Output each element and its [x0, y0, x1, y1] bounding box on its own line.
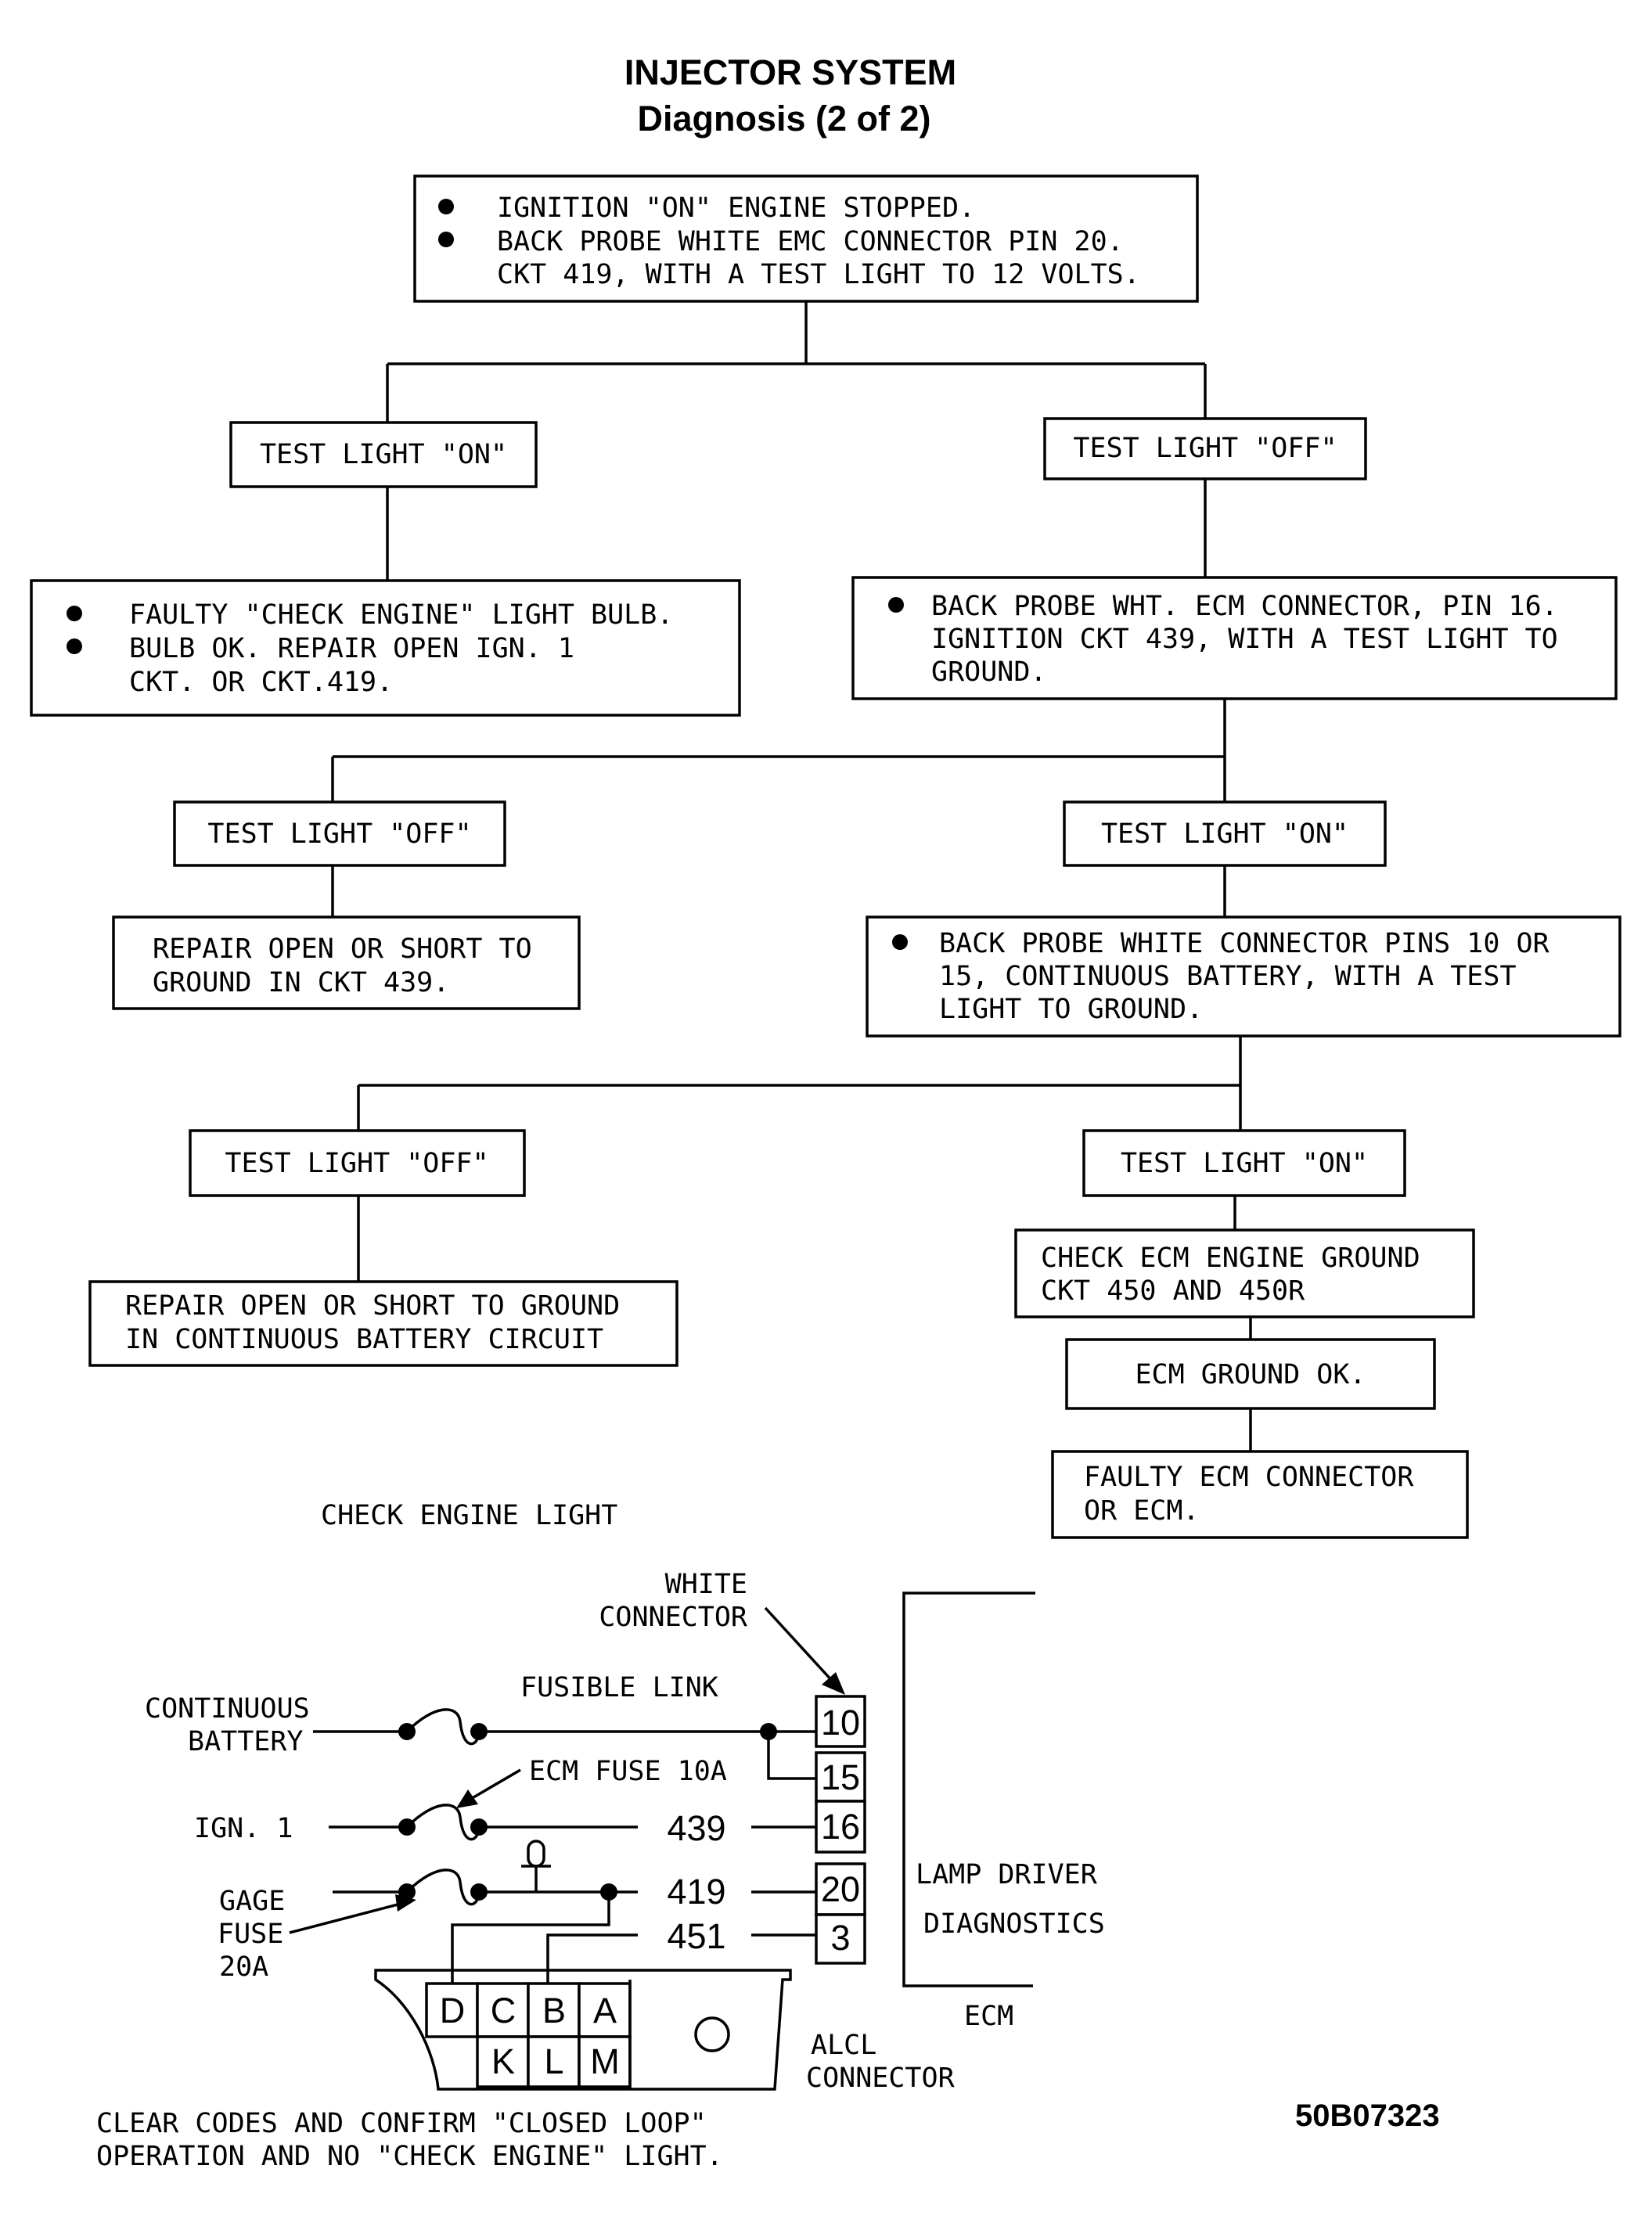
- box-faulty: FAULTY ECM CONNECTOR OR ECM.: [1051, 1450, 1469, 1539]
- white-connector-label: CONNECTOR: [599, 1602, 748, 1633]
- alcl-pin-label: A: [593, 1991, 617, 2030]
- white-connector-label: WHITE: [665, 1569, 747, 1600]
- bullet-icon: [892, 934, 908, 950]
- circuit-419-label: 419: [667, 1872, 725, 1912]
- gage-fuse-label: 20A: [219, 1951, 268, 1983]
- bullet-icon: [438, 199, 454, 214]
- arrow-head-icon: [456, 1789, 478, 1808]
- alcl-pin-label: C: [491, 1991, 516, 2030]
- arrow-head-icon: [822, 1672, 845, 1695]
- lamp-driver-label: LAMP DRIVER: [916, 1859, 1098, 1890]
- check-ground-line: CKT 450 AND 450R: [1041, 1275, 1305, 1307]
- ground-ok-text: ECM GROUND OK.: [1135, 1359, 1366, 1390]
- pin-label: 3: [830, 1918, 850, 1958]
- faulty-line: OR ECM.: [1084, 1495, 1200, 1527]
- alcl-connector: D C B A K L M: [374, 1969, 792, 2091]
- box-start: IGNITION "ON" ENGINE STOPPED. BACK PROBE…: [413, 174, 1199, 303]
- start-line: CKT 419, WITH A TEST LIGHT TO 12 VOLTS.: [497, 259, 1140, 290]
- bullet-icon: [67, 606, 82, 621]
- label-text: TEST LIGHT "OFF": [1073, 433, 1337, 464]
- box-l2-right-step: BACK PROBE WHITE CONNECTOR PINS 10 OR 15…: [866, 915, 1621, 1038]
- pin-label: 10: [821, 1703, 860, 1743]
- lamp-driver-label: DIAGNOSTICS: [923, 1908, 1105, 1940]
- white-connector-pins: 10 15 16 20 3: [815, 1695, 866, 1965]
- alcl-pin-label: D: [440, 1991, 466, 2030]
- arrow-line: [289, 1902, 401, 1934]
- page-title: INJECTOR SYSTEM: [624, 52, 956, 92]
- box-check-ground: CHECK ECM ENGINE GROUND CKT 450 AND 450R: [1014, 1228, 1475, 1318]
- label-text: TEST LIGHT "ON": [260, 439, 507, 470]
- label-text: TEST LIGHT "OFF": [225, 1148, 488, 1179]
- ign1-label: IGN. 1: [194, 1813, 293, 1844]
- box-l1-left-label: TEST LIGHT "ON": [229, 421, 538, 488]
- step-line: BACK PROBE WHT. ECM CONNECTOR, PIN 16.: [931, 591, 1558, 622]
- start-line: BACK PROBE WHITE EMC CONNECTOR PIN 20.: [497, 226, 1124, 257]
- box-ground-ok: ECM GROUND OK.: [1065, 1338, 1436, 1410]
- label-text: TEST LIGHT "ON": [1101, 818, 1348, 850]
- ecm-bracket: [902, 1592, 1035, 1987]
- alcl-connector-label: ALCL: [811, 2030, 876, 2061]
- schematic: CHECK ENGINE LIGHT WHITE CONNECTOR FUSIB…: [145, 1500, 1105, 2094]
- result-line: REPAIR OPEN OR SHORT TO: [153, 933, 532, 965]
- alcl-pin-label: K: [491, 2041, 515, 2081]
- gage-fuse-label: FUSE: [218, 1919, 283, 1950]
- step-line: LIGHT TO GROUND.: [939, 994, 1203, 1025]
- box-l3-left-label: TEST LIGHT "OFF": [189, 1129, 526, 1197]
- pin-label: 15: [821, 1757, 860, 1797]
- check-ground-line: CHECK ECM ENGINE GROUND: [1041, 1243, 1420, 1274]
- bullet-icon: [438, 232, 454, 247]
- box-l1-right-label: TEST LIGHT "OFF": [1043, 417, 1367, 480]
- result-line: GROUND IN CKT 439.: [153, 967, 449, 998]
- label-text: TEST LIGHT "OFF": [207, 818, 471, 850]
- alcl-pin-label: M: [590, 2041, 620, 2081]
- junction-dots: [398, 1723, 777, 1901]
- step-line: IGNITION CKT 439, WITH A TEST LIGHT TO: [931, 624, 1558, 655]
- footer-note: OPERATION AND NO "CHECK ENGINE" LIGHT.: [96, 2141, 723, 2172]
- box-l2-right-label: TEST LIGHT "ON": [1063, 800, 1387, 867]
- box-l2-left-label: TEST LIGHT "OFF": [173, 800, 506, 867]
- ecm-label: ECM: [964, 2001, 1013, 2032]
- step-line: BACK PROBE WHITE CONNECTOR PINS 10 OR: [939, 928, 1550, 959]
- figure-id: 50B07323: [1295, 2099, 1440, 2133]
- arrow-line: [764, 1606, 835, 1684]
- result-line: IN CONTINUOUS BATTERY CIRCUIT: [125, 1324, 603, 1355]
- footer-note: CLEAR CODES AND CONFIRM "CLOSED LOOP": [96, 2108, 707, 2139]
- wires: [313, 1708, 816, 1987]
- circuit-439-label: 439: [667, 1808, 725, 1848]
- box-l2-left-result: REPAIR OPEN OR SHORT TO GROUND IN CKT 43…: [112, 915, 581, 1010]
- start-line: IGNITION "ON" ENGINE STOPPED.: [497, 192, 975, 224]
- result-line: REPAIR OPEN OR SHORT TO GROUND: [125, 1290, 620, 1322]
- continuous-battery-label: CONTINUOUS: [145, 1693, 310, 1725]
- box-l3-left-result: REPAIR OPEN OR SHORT TO GROUND IN CONTIN…: [88, 1280, 678, 1367]
- circuit-451-label: 451: [667, 1916, 725, 1956]
- gage-fuse-label: GAGE: [219, 1886, 285, 1917]
- box-l1-right-step: BACK PROBE WHT. ECM CONNECTOR, PIN 16. I…: [851, 576, 1618, 700]
- result-line: CKT. OR CKT.419.: [129, 667, 393, 698]
- alcl-connector-label: CONNECTOR: [806, 2063, 956, 2094]
- result-line: BULB OK. REPAIR OPEN IGN. 1: [129, 633, 574, 664]
- alcl-pin-label: B: [542, 1991, 566, 2030]
- page-subtitle: Diagnosis (2 of 2): [637, 99, 930, 138]
- box-l1-left-result: FAULTY "CHECK ENGINE" LIGHT BULB. BULB O…: [30, 579, 741, 717]
- alcl-pin-label: L: [544, 2041, 563, 2081]
- flow-connectors: [331, 301, 1252, 1451]
- ecm-fuse-label: ECM FUSE 10A: [529, 1756, 727, 1787]
- pin-label: 20: [821, 1869, 860, 1909]
- result-line: FAULTY "CHECK ENGINE" LIGHT BULB.: [129, 599, 673, 631]
- box-l3-right-label: TEST LIGHT "ON": [1082, 1129, 1406, 1197]
- step-line: 15, CONTINUOUS BATTERY, WITH A TEST: [939, 961, 1517, 992]
- label-text: TEST LIGHT "ON": [1121, 1148, 1368, 1179]
- pin-label: 16: [821, 1807, 860, 1847]
- faulty-line: FAULTY ECM CONNECTOR: [1084, 1462, 1414, 1493]
- step-line: GROUND.: [931, 656, 1047, 688]
- bullet-icon: [67, 638, 82, 654]
- continuous-battery-label: BATTERY: [188, 1726, 304, 1757]
- bullet-icon: [888, 597, 904, 613]
- fusible-link-label: FUSIBLE LINK: [520, 1672, 718, 1703]
- arrow-line: [469, 1768, 521, 1801]
- schematic-heading: CHECK ENGINE LIGHT: [321, 1500, 617, 1531]
